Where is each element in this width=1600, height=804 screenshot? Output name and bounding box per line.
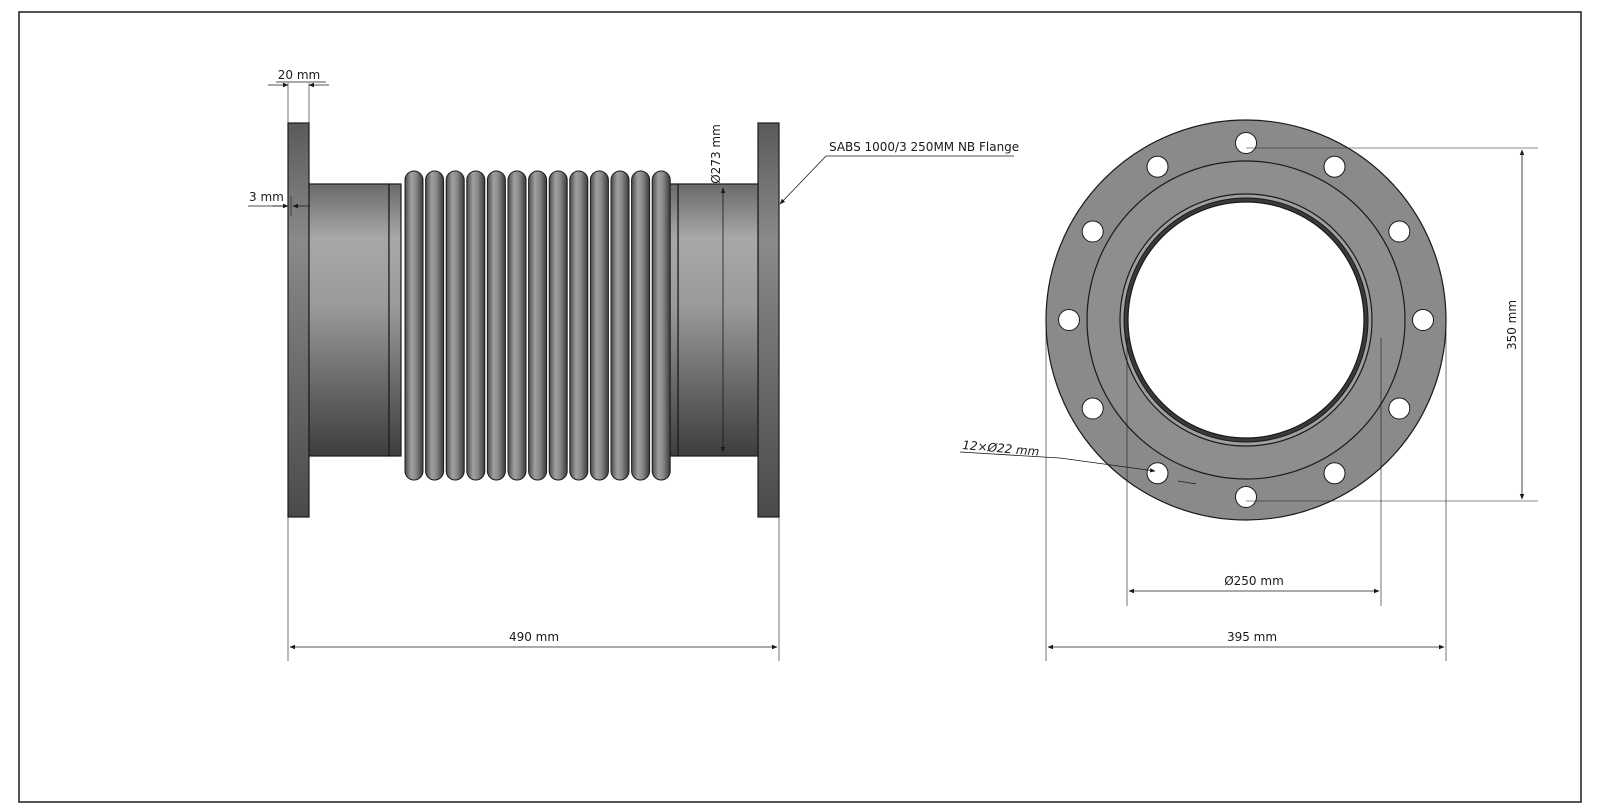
drawing-frame xyxy=(18,11,1582,803)
left-collar xyxy=(388,183,402,457)
bolt-hole xyxy=(1146,155,1169,178)
right-flange xyxy=(757,122,780,518)
side-view: 20 mm 3 mm Ø273 mm SABS 1000/3 250MM NB … xyxy=(248,68,1019,661)
bolt-holes-label: 12×Ø22 mm xyxy=(962,438,1040,459)
bolt-hole xyxy=(1235,486,1257,508)
left-pipe-end xyxy=(308,183,390,457)
raised-face-label: 3 mm xyxy=(249,190,284,204)
bellows-convolution xyxy=(548,170,568,481)
bellows-convolution xyxy=(589,170,609,481)
bolt-hole xyxy=(1146,462,1169,485)
flange-od-label: 395 mm xyxy=(1227,630,1277,644)
bellows-convolution xyxy=(445,170,465,481)
pipe-od-label: Ø273 mm xyxy=(709,124,723,184)
bellows xyxy=(404,170,671,481)
bellows-convolution xyxy=(528,170,548,481)
bellows-convolution xyxy=(425,170,445,481)
bellows-convolution xyxy=(569,170,589,481)
bellows-convolution xyxy=(486,170,506,481)
bellows-convolution xyxy=(507,170,527,481)
bellows-convolution xyxy=(651,170,671,481)
bolt-hole xyxy=(1388,397,1411,420)
bellows-convolution xyxy=(466,170,486,481)
bolt-hole xyxy=(1058,309,1080,331)
overall-length-label: 490 mm xyxy=(509,630,559,644)
flange-callout-label: SABS 1000/3 250MM NB Flange xyxy=(829,140,1019,154)
bolt-hole xyxy=(1235,132,1257,154)
bolt-hole xyxy=(1081,220,1104,243)
pcd-label: 350 mm xyxy=(1505,300,1519,350)
bellows-convolution xyxy=(631,170,651,481)
bellows-convolution xyxy=(610,170,630,481)
flange-thickness-label: 20 mm xyxy=(278,68,320,82)
bolt-hole xyxy=(1323,462,1346,485)
bolt-hole xyxy=(1388,220,1411,243)
bore-label: Ø250 mm xyxy=(1224,574,1284,588)
left-flange xyxy=(287,122,310,518)
bolt-hole xyxy=(1412,309,1434,331)
right-pipe-end xyxy=(677,183,759,457)
bore-circle xyxy=(1127,201,1365,439)
bellows-convolution xyxy=(404,170,424,481)
bolt-hole xyxy=(1323,155,1346,178)
end-view: 350 mm 12×Ø22 mm Ø250 mm 395 mm xyxy=(959,119,1538,661)
bolt-holes xyxy=(1058,132,1434,508)
bolt-hole xyxy=(1081,397,1104,420)
